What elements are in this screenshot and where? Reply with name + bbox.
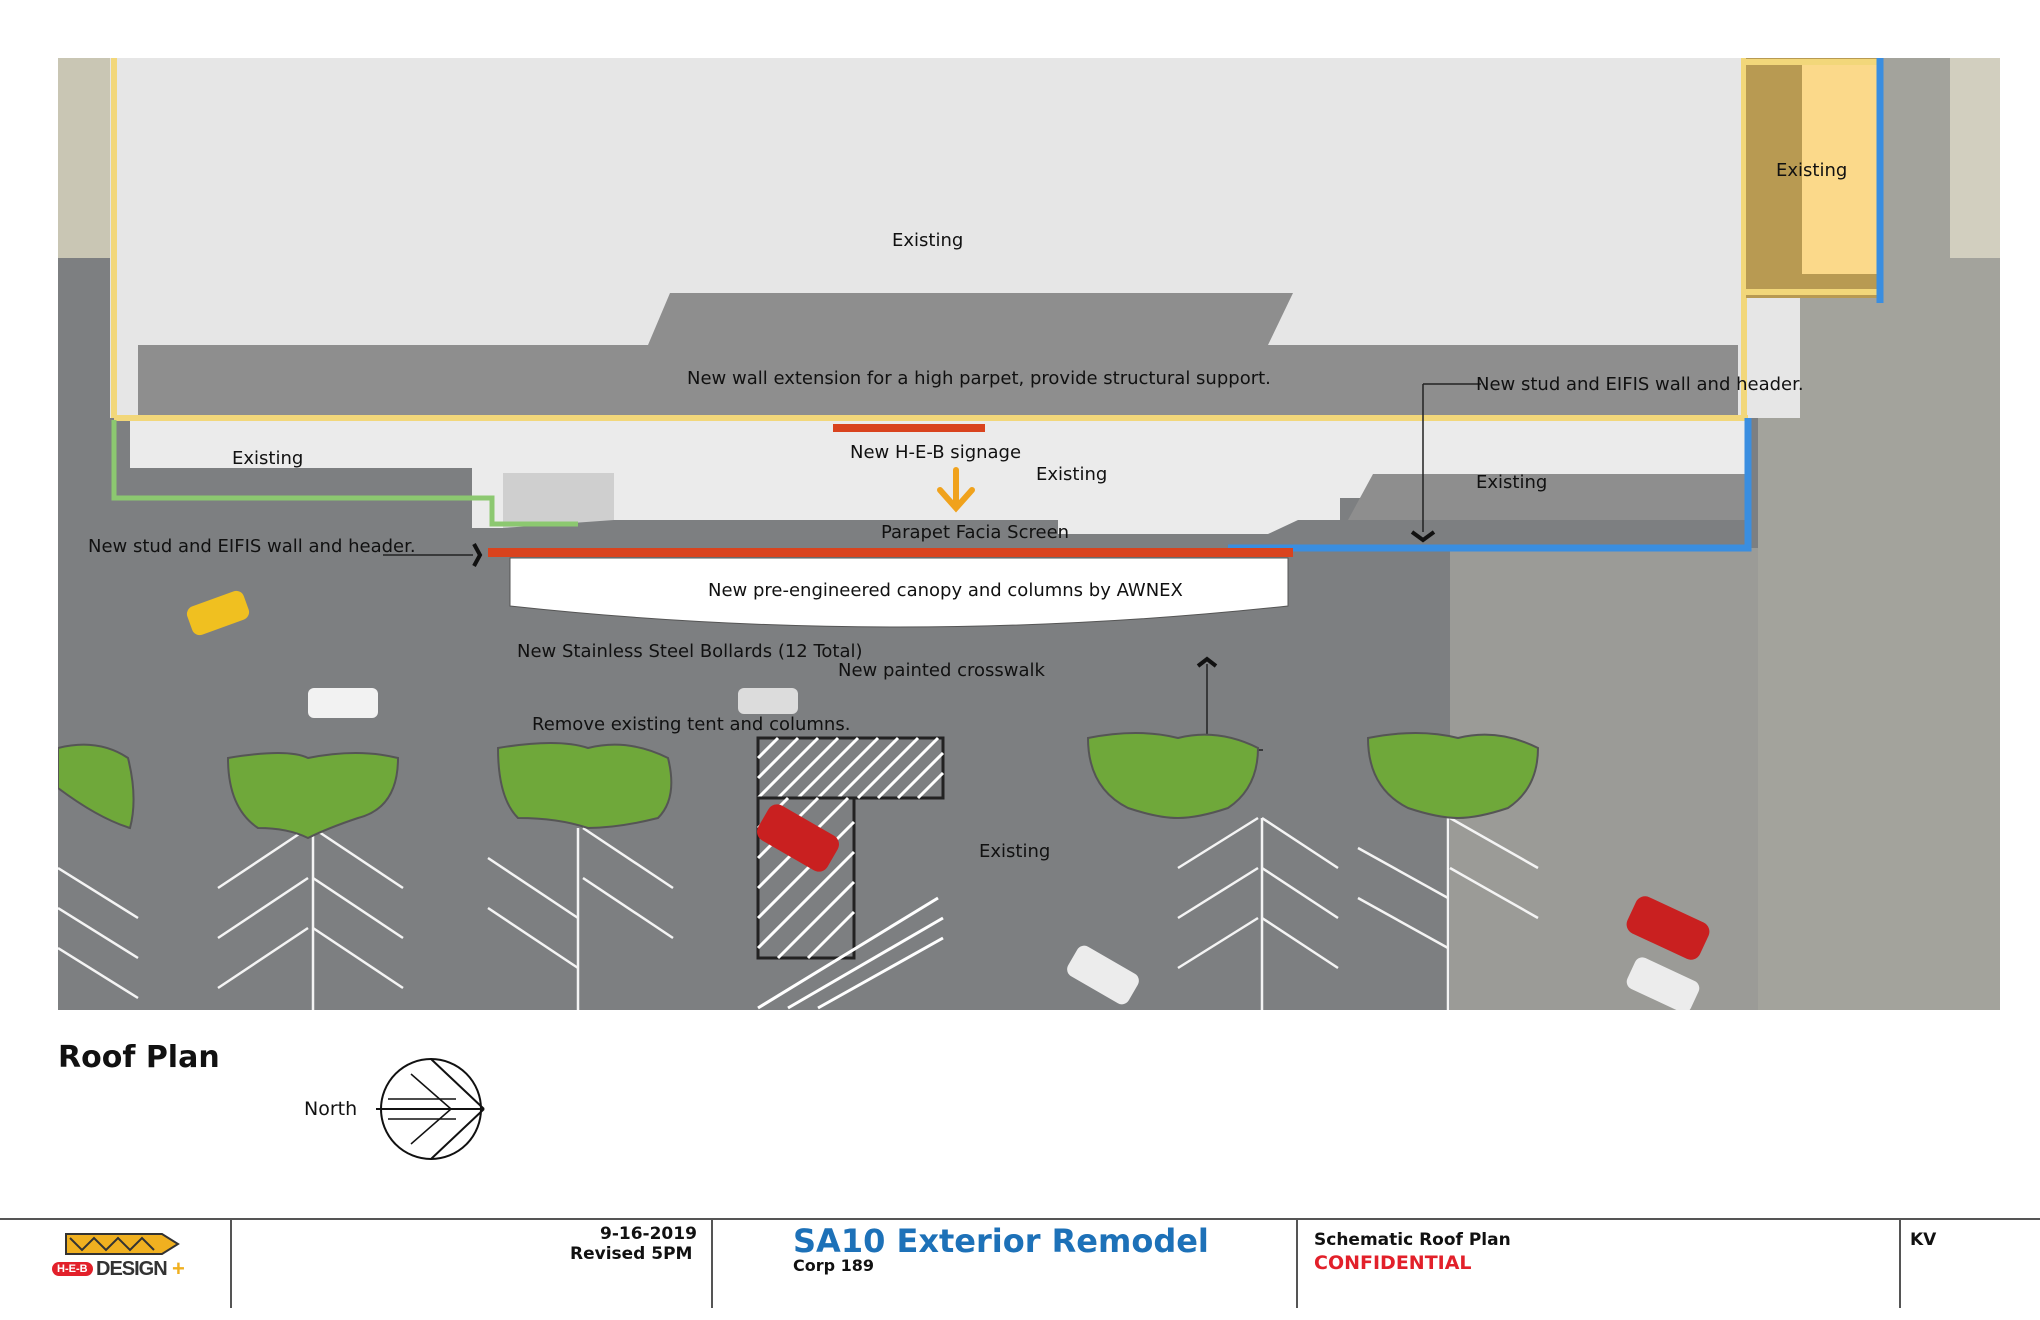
heb-badge: H-E-B [52, 1262, 93, 1276]
logo-plus: + [172, 1256, 185, 1281]
label-wall-extension: New wall extension for a high parpet, pr… [687, 368, 1271, 389]
side-strip-left [58, 58, 110, 258]
label-stud-right: New stud and EIFIS wall and header. [1476, 374, 1804, 395]
confidential-label: CONFIDENTIAL [1314, 1252, 1472, 1274]
roof-plan-drawing [58, 58, 2000, 1010]
pencil-logo-icon [65, 1233, 180, 1255]
plan-title: Roof Plan [58, 1040, 220, 1075]
north-arrow-icon [376, 1058, 485, 1160]
initials: KV [1910, 1230, 1937, 1250]
corp-number: Corp 189 [793, 1256, 875, 1275]
north-label: North [304, 1098, 358, 1120]
parking-stripes [58, 798, 1539, 1010]
roof-shadow [138, 293, 1738, 418]
canopy [509, 557, 1289, 628]
label-existing-left: Existing [232, 448, 304, 469]
label-parapet: Parapet Facia Screen [881, 522, 1070, 543]
heb-signage-bar [833, 424, 985, 432]
label-crosswalk: New painted crosswalk [838, 660, 1045, 681]
parapet-facia-screen [488, 548, 1293, 557]
heb-design-logo: H-E-B DESIGN + [52, 1230, 192, 1290]
label-bollards: New Stainless Steel Bollards (12 Total) [517, 641, 863, 662]
title-block-border [0, 1218, 2040, 1220]
landscape-islands [58, 732, 1540, 840]
sheet-title: Schematic Roof Plan [1314, 1230, 1511, 1250]
label-existing-mid: Existing [1036, 464, 1108, 485]
eifis-wall-right [1228, 418, 1752, 552]
label-existing-right: Existing [1476, 472, 1548, 493]
eifis-wall-left [111, 420, 578, 527]
label-existing-lot: Existing [979, 841, 1051, 862]
logo-text: DESIGN [96, 1258, 168, 1280]
label-canopy: New pre-engineered canopy and columns by… [708, 580, 1183, 601]
crosswalk [756, 736, 945, 1010]
label-tent: Remove existing tent and columns. [532, 714, 851, 735]
label-stud-left: New stud and EIFIS wall and header. [88, 536, 416, 557]
adjacent-building-wall [1950, 58, 2000, 258]
lower-roof [130, 421, 1748, 534]
revised: Revised 5PM [570, 1244, 693, 1264]
project-title: SA10 Exterior Remodel [793, 1222, 1209, 1260]
cars [186, 590, 1710, 1010]
label-existing-topright: Existing [1776, 160, 1848, 181]
signage-arrow [937, 467, 975, 513]
label-heb-signage: New H-E-B signage [850, 442, 1022, 463]
date: 9-16-2019 [600, 1224, 697, 1244]
label-existing-top: Existing [892, 230, 964, 251]
